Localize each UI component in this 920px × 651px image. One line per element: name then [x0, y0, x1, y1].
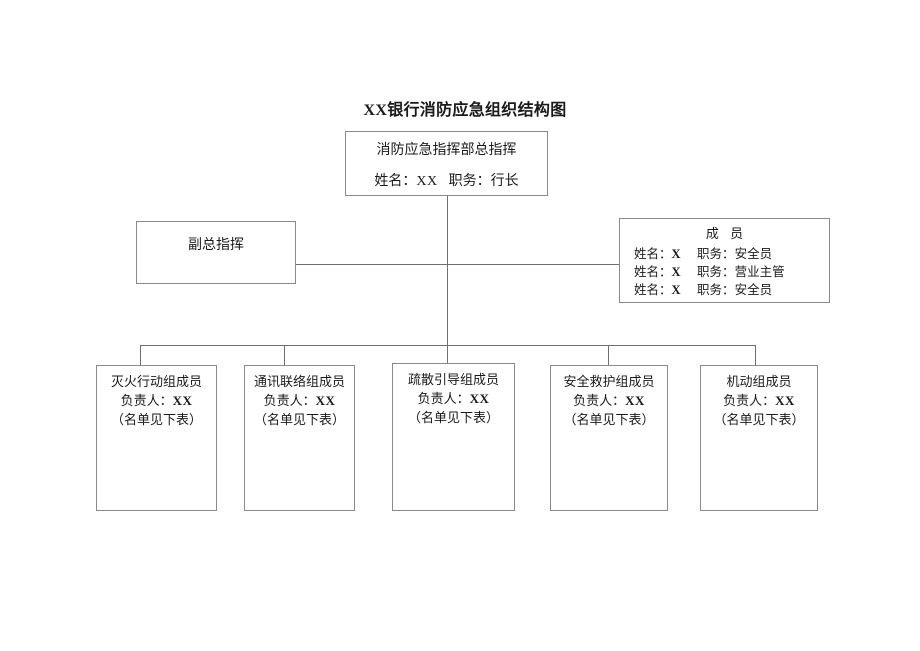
group-leader-value: XX — [315, 393, 336, 408]
member-post-label: 职务： — [697, 247, 735, 261]
node-group-evacuation[interactable]: 疏散引导组成员 负责人：XX （名单见下表） — [392, 363, 515, 511]
member-name-label: 姓名： — [634, 283, 672, 297]
group-title: 安全救护组成员 — [563, 374, 655, 389]
group-title: 通讯联络组成员 — [253, 374, 345, 389]
group-note: （名单见下表） — [563, 412, 655, 427]
node-chief-commander[interactable]: 消防应急指挥部总指挥 姓名：XX 职务：行长 — [345, 131, 548, 196]
members-heading: 成 员 — [705, 226, 748, 241]
chief-commander-role: 消防应急指挥部总指挥 — [376, 143, 517, 158]
member-row: 姓名：X 职务：安全员 — [620, 281, 829, 299]
member-name-value: X — [671, 283, 682, 297]
member-post-value: 安全员 — [734, 283, 773, 297]
group-leader-value: XX — [625, 393, 645, 408]
group-leader: 负责人：XX — [97, 391, 216, 410]
group-leader: 负责人：XX — [701, 391, 817, 410]
node-group-communication[interactable]: 通讯联络组成员 负责人：XX （名单见下表） — [244, 365, 355, 511]
chief-name-label: 姓名： — [374, 174, 417, 189]
group-leader-label: 负责人： — [417, 391, 470, 406]
chief-post-value: 行长 — [490, 174, 519, 189]
connector-drop-group-2 — [284, 345, 285, 366]
node-group-mobile-reserve[interactable]: 机动组成员 负责人：XX （名单见下表） — [700, 365, 818, 511]
deputy-commander-label: 副总指挥 — [188, 238, 244, 253]
member-name-value: X — [671, 247, 682, 261]
connector-drop-group-5 — [755, 345, 756, 366]
group-note: （名单见下表） — [407, 410, 499, 425]
member-row: 姓名：X 职务：营业主管 — [620, 263, 829, 281]
group-title: 机动组成员 — [726, 374, 792, 389]
chief-commander-details: 姓名：XX 职务：行长 — [346, 172, 547, 192]
group-title: 疏散引导组成员 — [407, 372, 499, 387]
group-leader-value: XX — [775, 393, 795, 408]
group-leader-value: XX — [469, 391, 490, 406]
node-group-medical-rescue[interactable]: 安全救护组成员 负责人：XX （名单见下表） — [550, 365, 668, 511]
chief-post-label: 职务： — [448, 174, 491, 189]
group-leader: 负责人：XX — [393, 389, 514, 408]
group-leader-value: XX — [172, 393, 193, 408]
member-name-value: X — [671, 265, 682, 279]
group-leader-label: 负责人： — [263, 393, 316, 408]
member-name-label: 姓名： — [634, 265, 672, 279]
member-post-label: 职务： — [697, 265, 735, 279]
node-deputy-commander[interactable]: 副总指挥 — [136, 221, 296, 284]
group-leader-label: 负责人： — [573, 393, 626, 408]
member-post-value: 安全员 — [734, 247, 773, 261]
connector-drop-group-3 — [447, 345, 448, 364]
connector-drop-group-1 — [140, 345, 141, 365]
member-name-label: 姓名： — [634, 247, 672, 261]
member-post-label: 职务： — [697, 283, 735, 297]
group-leader-label: 负责人： — [723, 393, 776, 408]
group-title: 灭火行动组成员 — [110, 374, 202, 389]
page-title: XX银行消防应急组织结构图 — [363, 102, 567, 119]
node-group-fire-fighting[interactable]: 灭火行动组成员 负责人：XX （名单见下表） — [96, 365, 217, 511]
group-note: （名单见下表） — [110, 412, 202, 427]
connector-drop-group-4 — [608, 345, 609, 366]
group-leader: 负责人：XX — [245, 391, 354, 410]
group-leader-label: 负责人： — [120, 393, 173, 408]
connector-staff-horizontal — [296, 264, 619, 265]
group-leader: 负责人：XX — [551, 391, 667, 410]
member-post-value: 营业主管 — [734, 265, 785, 279]
connector-trunk-vertical — [447, 196, 448, 345]
member-row: 姓名：X 职务：安全员 — [620, 245, 829, 263]
group-note: （名单见下表） — [713, 412, 805, 427]
chief-name-value: XX — [416, 174, 438, 189]
group-note: （名单见下表） — [253, 412, 345, 427]
